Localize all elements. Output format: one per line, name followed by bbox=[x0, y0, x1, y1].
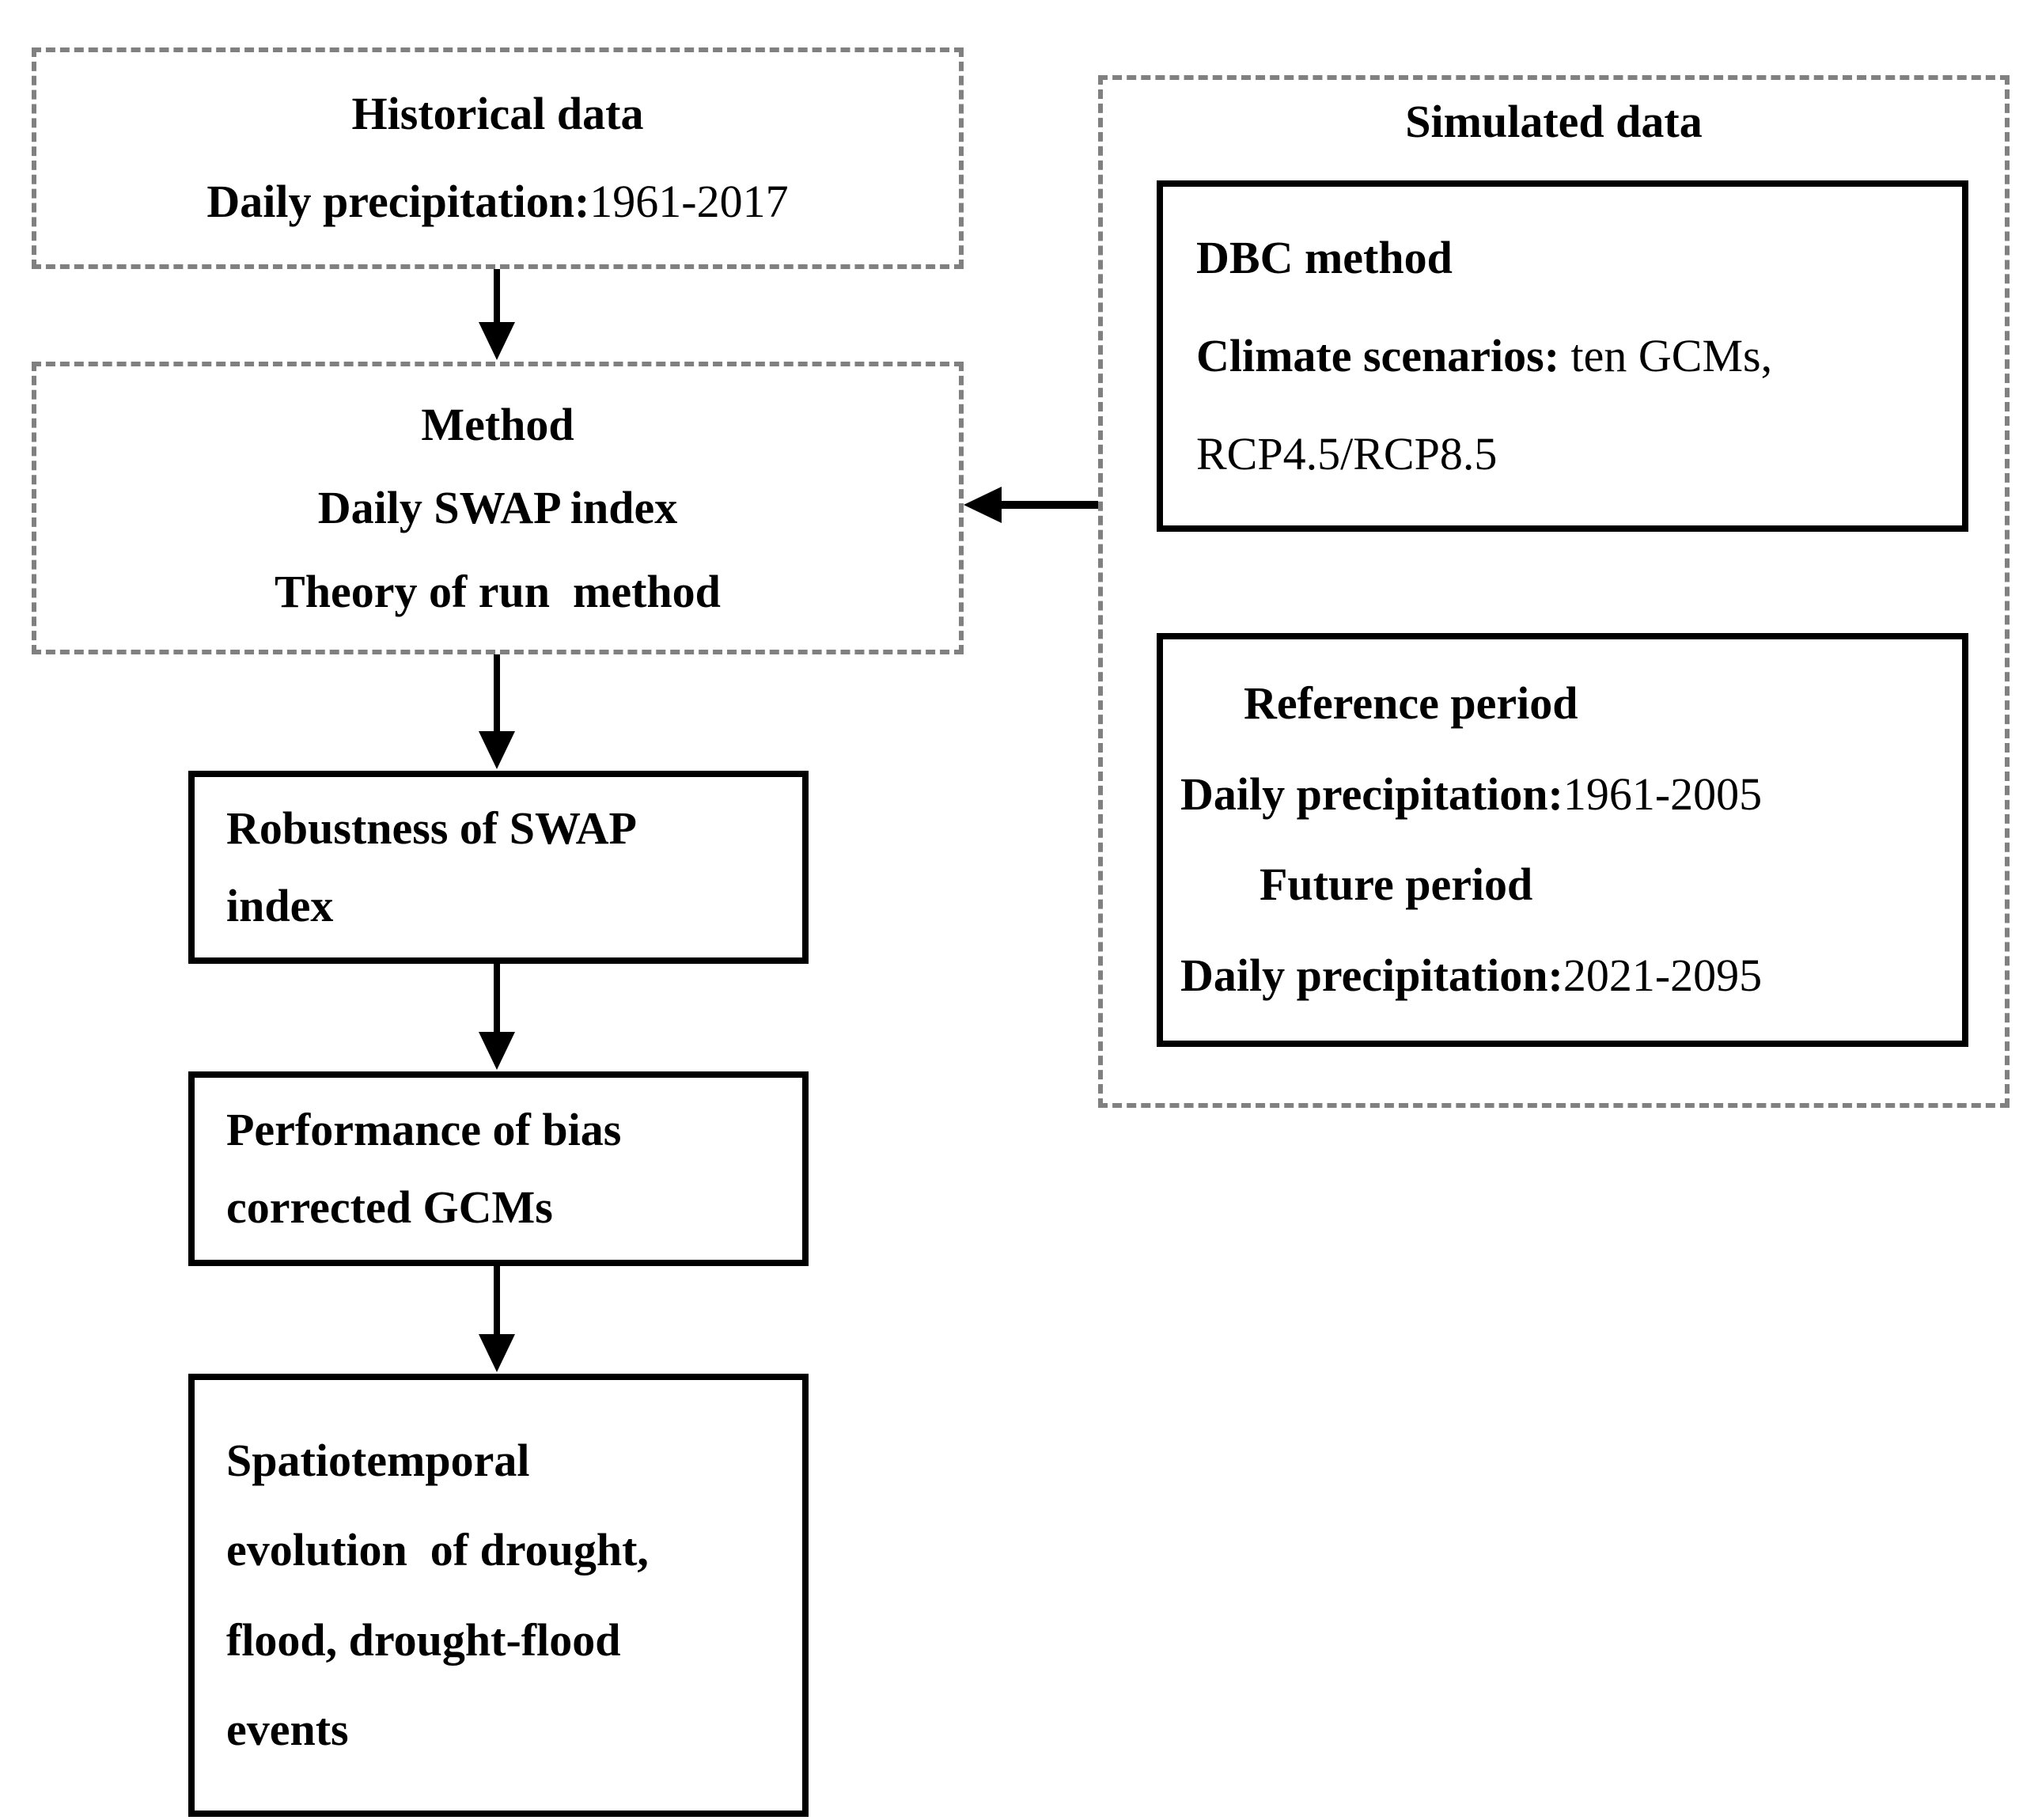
dbc-method-box: DBC method Climate scenarios: ten GCMs, … bbox=[1157, 180, 1968, 532]
performance-line-1: Performance of bias bbox=[226, 1104, 622, 1156]
dbc-method-line: DBC method bbox=[1196, 232, 1453, 284]
historical-data-box: Historical data Daily precipitation:1961… bbox=[32, 47, 964, 269]
precipitation-label: Daily precipitation: bbox=[206, 176, 590, 228]
robustness-line-1: Robustness of SWAP bbox=[226, 802, 637, 855]
precipitation-years: 1961-2017 bbox=[589, 176, 789, 228]
reference-precipitation-label: Daily precipitation: bbox=[1180, 768, 1563, 820]
robustness-line-2: index bbox=[226, 879, 334, 931]
future-period-title: Future period bbox=[1260, 859, 1533, 911]
robustness-box: Robustness of SWAP index bbox=[188, 771, 809, 964]
arrow-down-historical-to-method bbox=[479, 269, 515, 360]
arrow-down-performance-to-spatiotemporal bbox=[479, 1266, 515, 1372]
performance-box: Performance of bias corrected GCMs bbox=[188, 1071, 809, 1266]
climate-scenarios-value: ten GCMs, bbox=[1570, 330, 1773, 382]
arrow-left-simulated-to-method bbox=[964, 487, 1098, 523]
climate-scenarios-line: Climate scenarios: ten GCMs, bbox=[1196, 329, 1772, 382]
arrow-down-robustness-to-performance bbox=[479, 964, 515, 1070]
historical-data-title: Historical data bbox=[351, 87, 644, 139]
spatiotemporal-box: Spatiotemporal evolution of drought, flo… bbox=[188, 1374, 809, 1817]
spatiotemporal-line-2: evolution of drought, bbox=[226, 1524, 649, 1576]
method-title: Method bbox=[421, 398, 574, 450]
future-precipitation-line: Daily precipitation:2021-2095 bbox=[1180, 949, 1762, 1002]
historical-precipitation-line: Daily precipitation:1961-2017 bbox=[206, 175, 788, 228]
method-box: Method Daily SWAP index Theory of run me… bbox=[32, 362, 964, 654]
method-theory-run-line: Theory of run method bbox=[275, 565, 721, 617]
reference-period-title: Reference period bbox=[1244, 677, 1578, 730]
spatiotemporal-line-4: events bbox=[226, 1704, 349, 1756]
future-precipitation-years: 2021-2095 bbox=[1563, 949, 1763, 1001]
reference-precipitation-years: 1961-2005 bbox=[1563, 768, 1763, 820]
performance-line-2: corrected GCMs bbox=[226, 1181, 553, 1234]
simulated-data-title: Simulated data bbox=[1405, 96, 1703, 147]
spatiotemporal-line-3: flood, drought-flood bbox=[226, 1613, 621, 1666]
rcp-line: RCP4.5/RCP8.5 bbox=[1196, 427, 1498, 480]
arrow-down-method-to-robustness bbox=[479, 654, 515, 769]
climate-scenarios-label: Climate scenarios: bbox=[1196, 330, 1560, 382]
reference-period-box: Reference period Daily precipitation:196… bbox=[1157, 633, 1968, 1047]
future-precipitation-label: Daily precipitation: bbox=[1180, 949, 1563, 1001]
reference-precipitation-line: Daily precipitation:1961-2005 bbox=[1180, 768, 1762, 821]
method-swap-index-line: Daily SWAP index bbox=[317, 482, 678, 534]
spatiotemporal-line-1: Spatiotemporal bbox=[226, 1434, 530, 1486]
